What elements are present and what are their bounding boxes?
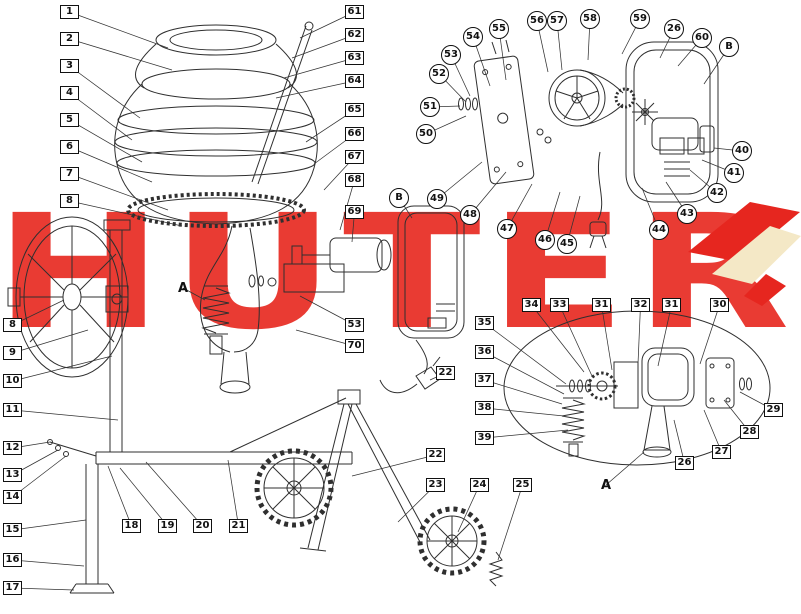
callout-36: 36 xyxy=(475,345,494,359)
callout-33: 33 xyxy=(550,298,569,312)
callout-64: 64 xyxy=(345,74,364,88)
callout-44: 44 xyxy=(649,220,669,240)
callout-B: B xyxy=(389,188,409,208)
callout-43: 43 xyxy=(677,204,697,224)
callout-25: 25 xyxy=(513,478,532,492)
callout-69: 69 xyxy=(345,205,364,219)
callout-50: 50 xyxy=(416,124,436,144)
callout-65: 65 xyxy=(345,103,364,117)
callout-17: 17 xyxy=(3,581,22,595)
callout-21: 21 xyxy=(229,519,248,533)
callout-A: A xyxy=(177,280,189,296)
callout-38: 38 xyxy=(475,401,494,415)
callout-7: 7 xyxy=(60,167,79,181)
callout-40: 40 xyxy=(732,141,752,161)
callout-61: 61 xyxy=(345,5,364,19)
callout-22: 22 xyxy=(436,366,455,380)
callout-46: 46 xyxy=(535,230,555,250)
callout-54: 54 xyxy=(463,27,483,47)
callout-28: 28 xyxy=(740,425,759,439)
callout-39: 39 xyxy=(475,431,494,445)
callout-1: 1 xyxy=(60,5,79,19)
callout-53: 53 xyxy=(441,45,461,65)
callout-20: 20 xyxy=(193,519,212,533)
callout-26: 26 xyxy=(664,19,684,39)
callout-16: 16 xyxy=(3,553,22,567)
callout-31: 31 xyxy=(592,298,611,312)
callout-67: 67 xyxy=(345,150,364,164)
callout-12: 12 xyxy=(3,441,22,455)
callout-47: 47 xyxy=(497,219,517,239)
callout-68: 68 xyxy=(345,173,364,187)
callout-42: 42 xyxy=(707,183,727,203)
callout-66: 66 xyxy=(345,127,364,141)
callout-18: 18 xyxy=(122,519,141,533)
callout-13: 13 xyxy=(3,468,22,482)
callout-60: 60 xyxy=(692,28,712,48)
callout-2: 2 xyxy=(60,32,79,46)
callout-37: 37 xyxy=(475,373,494,387)
spring-damper xyxy=(201,285,231,355)
callout-31: 31 xyxy=(662,298,681,312)
callout-49: 49 xyxy=(427,189,447,209)
callout-29: 29 xyxy=(764,403,783,417)
callout-6: 6 xyxy=(60,140,79,154)
callout-48: 48 xyxy=(460,205,480,225)
callout-57: 57 xyxy=(547,11,567,31)
callout-27: 27 xyxy=(712,445,731,459)
callout-53: 53 xyxy=(345,318,364,332)
callout-58: 58 xyxy=(580,9,600,29)
callout-52: 52 xyxy=(429,64,449,84)
huter-logo-ribbon xyxy=(688,202,801,306)
transport-wheels xyxy=(254,448,487,576)
callout-22: 22 xyxy=(426,448,445,462)
callout-24: 24 xyxy=(470,478,489,492)
callout-11: 11 xyxy=(3,403,22,417)
callout-3: 3 xyxy=(60,59,79,73)
callout-15: 15 xyxy=(3,523,22,537)
callout-30: 30 xyxy=(710,298,729,312)
callout-63: 63 xyxy=(345,51,364,65)
callout-41: 41 xyxy=(724,163,744,183)
callout-4: 4 xyxy=(60,86,79,100)
callout-B: B xyxy=(719,37,739,57)
callout-35: 35 xyxy=(475,316,494,330)
screw-part xyxy=(488,551,504,587)
motor-assembly xyxy=(248,237,392,293)
callout-70: 70 xyxy=(345,339,364,353)
callout-34: 34 xyxy=(522,298,541,312)
callout-62: 62 xyxy=(345,28,364,42)
callout-59: 59 xyxy=(630,9,650,29)
callout-10: 10 xyxy=(3,374,22,388)
callout-19: 19 xyxy=(158,519,177,533)
callout-A: A xyxy=(600,477,612,493)
callout-23: 23 xyxy=(426,478,445,492)
callout-14: 14 xyxy=(3,490,22,504)
callout-8: 8 xyxy=(3,318,22,332)
callout-5: 5 xyxy=(60,113,79,127)
callout-45: 45 xyxy=(557,234,577,254)
callout-56: 56 xyxy=(527,11,547,31)
callout-26: 26 xyxy=(675,456,694,470)
callout-51: 51 xyxy=(420,97,440,117)
callout-32: 32 xyxy=(631,298,650,312)
callout-8: 8 xyxy=(60,194,79,208)
callout-55: 55 xyxy=(489,19,509,39)
callout-9: 9 xyxy=(3,346,22,360)
